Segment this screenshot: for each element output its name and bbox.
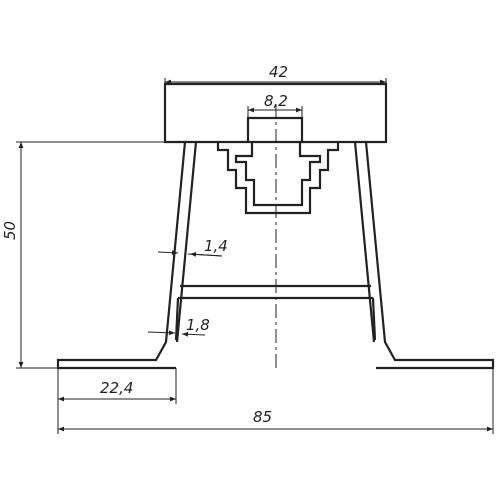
dimension-slot-width: 8,2: [247, 92, 303, 118]
dim-label-1-8: 1,8: [186, 316, 210, 334]
dimension-flange: 22,4: [57, 368, 177, 434]
dimension-wall-upper: 1,4: [157, 237, 228, 257]
dim-label-22-4: 22,4: [100, 379, 133, 397]
dim-label-1-4: 1,4: [204, 237, 228, 255]
dim-label-42: 42: [269, 63, 288, 81]
t-slot-inner: [234, 142, 322, 207]
dimension-height: 50: [1, 141, 165, 369]
lower-legs: [174, 297, 377, 341]
t-slot-outer: [246, 116, 304, 142]
profile-outline: [56, 82, 495, 370]
right-web-inner: [353, 141, 376, 343]
dimension-top-width: 42: [164, 63, 387, 85]
dim-label-8-2: 8,2: [264, 92, 288, 110]
left-web-outer: [56, 141, 187, 370]
left-web-inner: [175, 141, 198, 343]
dim-label-50: 50: [1, 221, 19, 240]
t-slot-outer-lower: [216, 142, 340, 215]
dimension-total-width: 85: [58, 368, 494, 434]
dimension-wall-lower: 1,8: [147, 316, 210, 337]
right-web-outer: [364, 141, 495, 370]
dim-label-85: 85: [253, 408, 272, 426]
